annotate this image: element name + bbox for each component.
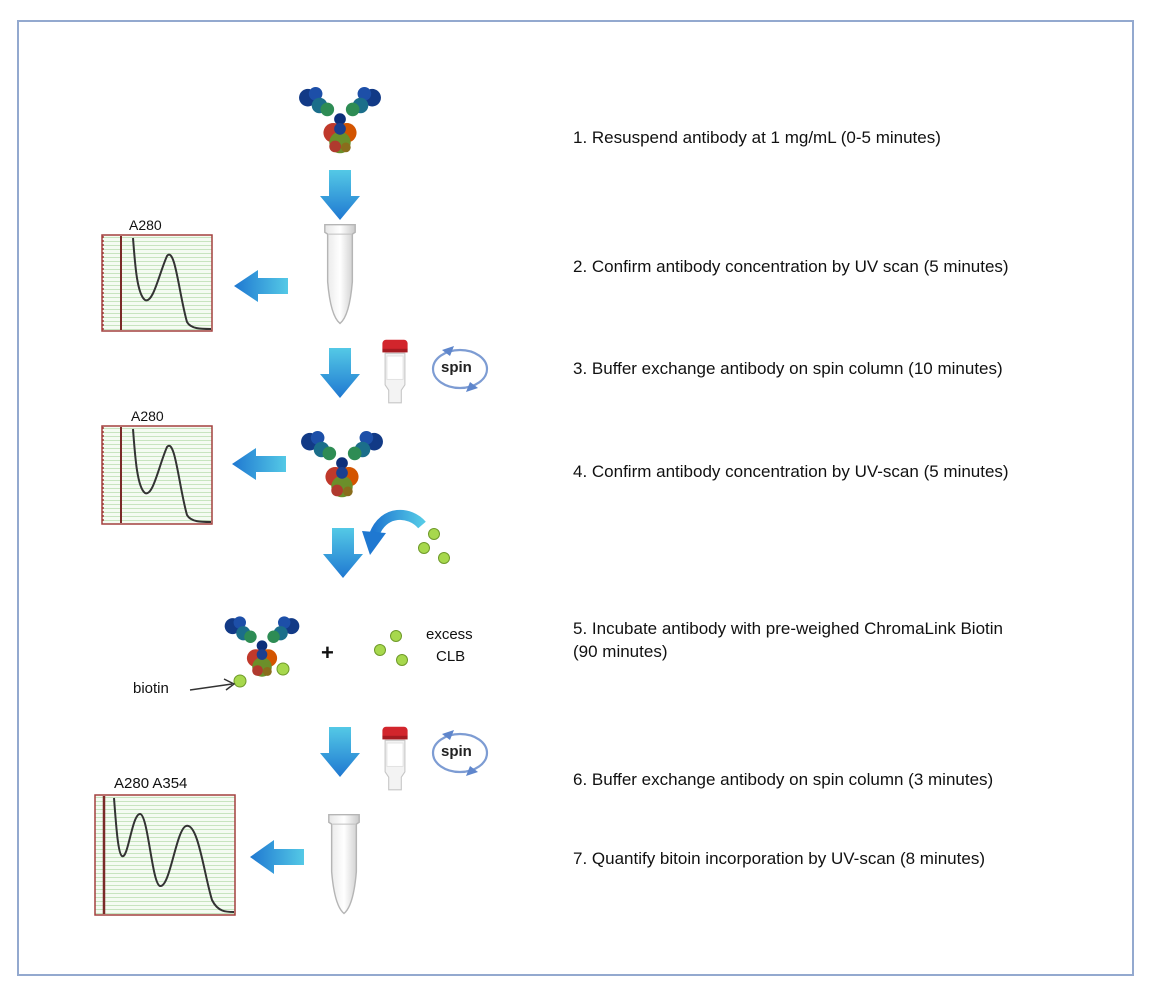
clb-label: CLB <box>436 648 466 665</box>
step-6-text: 6. Buffer exchange antibody on spin colu… <box>573 770 994 789</box>
microtube-icon <box>325 812 363 918</box>
biotin-label: biotin <box>133 680 169 697</box>
plus-sign: + <box>321 640 334 665</box>
spectrum-3-label: A280 A354 <box>114 775 188 792</box>
down-arrow-icon <box>320 170 360 220</box>
step-3-text: 3. Buffer exchange antibody on spin colu… <box>573 359 1003 378</box>
left-arrow-icon <box>234 270 288 302</box>
step-1-text: 1. Resuspend antibody at 1 mg/mL (0-5 mi… <box>573 128 941 147</box>
left-arrow-icon <box>232 448 286 480</box>
down-arrow-icon <box>320 348 360 398</box>
step-5-text: 5. Incubate antibody with pre-weighed Ch… <box>573 619 1003 638</box>
diagram-frame <box>17 20 1134 976</box>
uv-spectrum-plot <box>94 794 236 916</box>
pointer-arrow-icon <box>189 678 236 691</box>
down-arrow-icon <box>320 727 360 777</box>
spin-column-icon <box>378 725 412 797</box>
spectrum-1-label: A280 <box>129 217 162 233</box>
step-7-text: 7. Quantify bitoin incorporation by UV-s… <box>573 849 985 868</box>
microtube-icon <box>321 222 359 328</box>
spin-column-icon <box>378 338 412 410</box>
down-arrow-icon <box>323 528 363 578</box>
step-4-text: 4. Confirm antibody concentration by UV-… <box>573 462 1009 481</box>
biotinylated-antibody-icon <box>224 616 300 688</box>
antibody-icon <box>296 86 384 164</box>
biotin-beads-icon <box>418 528 450 564</box>
step-5-text-line2: (90 minutes) <box>573 642 668 661</box>
spin-label: spin <box>441 359 472 376</box>
spectrum-2-label: A280 <box>131 408 164 424</box>
excess-clb-beads-icon <box>374 630 408 666</box>
uv-spectrum-plot <box>101 425 213 525</box>
spin-label: spin <box>441 743 472 760</box>
antibody-icon <box>298 430 386 508</box>
curved-arrow-icon <box>362 509 426 555</box>
left-arrow-icon <box>250 840 304 874</box>
uv-spectrum-plot <box>101 234 213 332</box>
step-2-text: 2. Confirm antibody concentration by UV … <box>573 257 1009 276</box>
excess-label: excess <box>426 626 473 643</box>
